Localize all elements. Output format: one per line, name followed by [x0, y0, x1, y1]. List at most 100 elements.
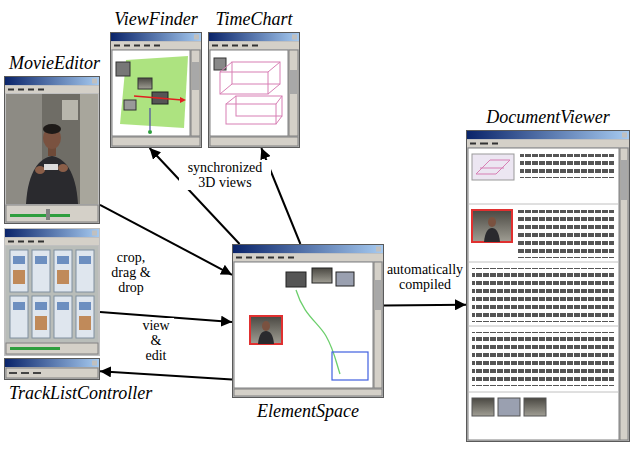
track-list-window-art	[4, 358, 100, 380]
movie-editor-window-art	[92, 79, 97, 84]
element-space-window-art	[236, 257, 294, 259]
timechart-window-art	[292, 35, 297, 40]
viewfinder-window-art	[138, 78, 152, 89]
window-title: MovieEditor	[9, 53, 100, 74]
document-camera-window-art	[10, 347, 60, 350]
element-space-window-art	[233, 245, 383, 253]
element-space-window-art	[234, 262, 373, 388]
window-title: TimeChart	[215, 9, 292, 30]
element-space-window-art	[374, 262, 382, 388]
viewfinder-window-art	[149, 108, 150, 130]
element-space-window-art	[375, 280, 381, 310]
document-viewer-window-art	[524, 398, 546, 416]
viewfinder-window-art	[124, 100, 136, 110]
timechart-window-art	[236, 96, 282, 116]
document-camera-window-art	[8, 241, 44, 243]
movie-editor-window-art	[5, 77, 99, 85]
timechart-window-art	[209, 42, 299, 49]
timechart-window-art	[226, 104, 276, 124]
edge-label: view & edit	[138, 318, 174, 363]
document-camera-window-art	[5, 238, 99, 245]
document-camera-window-art	[6, 343, 98, 354]
document-camera-window-art	[54, 296, 72, 338]
viewfinder-window-art	[134, 96, 182, 100]
edge-label: crop, drag & drop	[106, 250, 156, 295]
element-space-window-art	[296, 290, 340, 374]
document-viewer-window-art	[467, 140, 629, 147]
document-camera-window-art	[35, 256, 47, 264]
timechart-window-art	[210, 50, 288, 136]
viewfinder-window-art	[112, 50, 190, 136]
movie-editor-window-art	[6, 205, 98, 222]
document-camera-window-art	[79, 302, 91, 310]
document-camera-window-art	[79, 256, 91, 264]
element-space-window-art	[376, 247, 381, 252]
track-list-window-art	[9, 372, 41, 374]
window-title: ElementSpace	[257, 401, 359, 422]
edge-label: automatically compiled	[384, 262, 466, 292]
document-viewer-window-art	[467, 131, 629, 139]
document-camera-window-art	[4, 228, 100, 356]
viewfinder-window-art	[191, 50, 200, 136]
movie-editor-window-art	[58, 164, 68, 172]
edge-label-box: synchronized 3D views	[179, 160, 271, 191]
document-camera-window-art	[57, 270, 69, 284]
app-window: TimeChart	[208, 32, 300, 148]
viewfinder-window-art	[180, 97, 186, 103]
document-camera-window-art	[13, 270, 91, 330]
document-viewer-window-art	[466, 130, 630, 442]
timechart-window-art	[289, 50, 298, 136]
document-viewer-window-art	[488, 217, 496, 227]
track-list-window-art	[4, 358, 100, 380]
element-space-window-art	[258, 331, 274, 344]
app-window: ViewFinder	[110, 32, 202, 148]
document-viewer-window-art	[468, 204, 619, 392]
element-space-window-art	[234, 389, 382, 396]
document-camera-window-art	[32, 250, 50, 292]
element-space-window-art	[233, 254, 383, 261]
window-title: DocumentViewer	[486, 107, 610, 128]
movie-editor-window-art	[35, 166, 45, 174]
timechart-window-art	[226, 96, 282, 124]
viewfinder-window-art	[116, 62, 130, 76]
element-space-window-art	[332, 352, 368, 380]
movie-editor-window-art	[62, 100, 78, 120]
document-viewer-window-art	[472, 332, 614, 386]
movie-editor-window-art	[5, 86, 99, 93]
document-camera-window-art	[35, 302, 47, 310]
document-camera-window-art	[35, 316, 47, 330]
element-space-window-art	[232, 244, 384, 398]
document-viewer-window-art	[476, 160, 510, 174]
app-window: TrackListController	[4, 358, 100, 380]
element-space-window-art	[262, 321, 270, 331]
viewfinder-window-art	[114, 45, 160, 47]
app-window: MovieEditor	[4, 76, 100, 224]
document-viewer-window-art	[472, 210, 512, 242]
document-camera-window-art	[13, 302, 25, 310]
element-space-window-art	[336, 272, 354, 286]
movie-editor-window-art	[43, 124, 61, 134]
timechart-window-art	[220, 72, 268, 94]
document-viewer-window-art	[472, 154, 514, 180]
element-space-window-art	[286, 272, 306, 287]
viewfinder-window-art	[111, 42, 201, 49]
movie-editor-window-art	[10, 214, 70, 217]
timechart-window-art	[208, 32, 300, 148]
document-viewer-window-art	[470, 143, 498, 145]
timechart-window-art	[208, 32, 300, 148]
timechart-window-art	[212, 45, 258, 47]
document-camera-window-art	[10, 250, 94, 338]
document-camera-window-art	[5, 229, 99, 237]
element-space-window-art	[232, 244, 384, 398]
document-camera-window-art	[76, 250, 94, 292]
document-viewer-window-art	[621, 160, 627, 200]
document-viewer-window-art	[466, 130, 630, 442]
viewfinder-window-art	[112, 137, 200, 146]
app-window: ElementSpace	[232, 244, 384, 398]
viewfinder-window-art	[194, 35, 199, 40]
viewfinder-window-art	[148, 130, 152, 134]
movie-editor-window-art	[4, 76, 100, 224]
document-camera-window-art	[13, 256, 25, 264]
document-camera-window-art	[57, 302, 69, 310]
